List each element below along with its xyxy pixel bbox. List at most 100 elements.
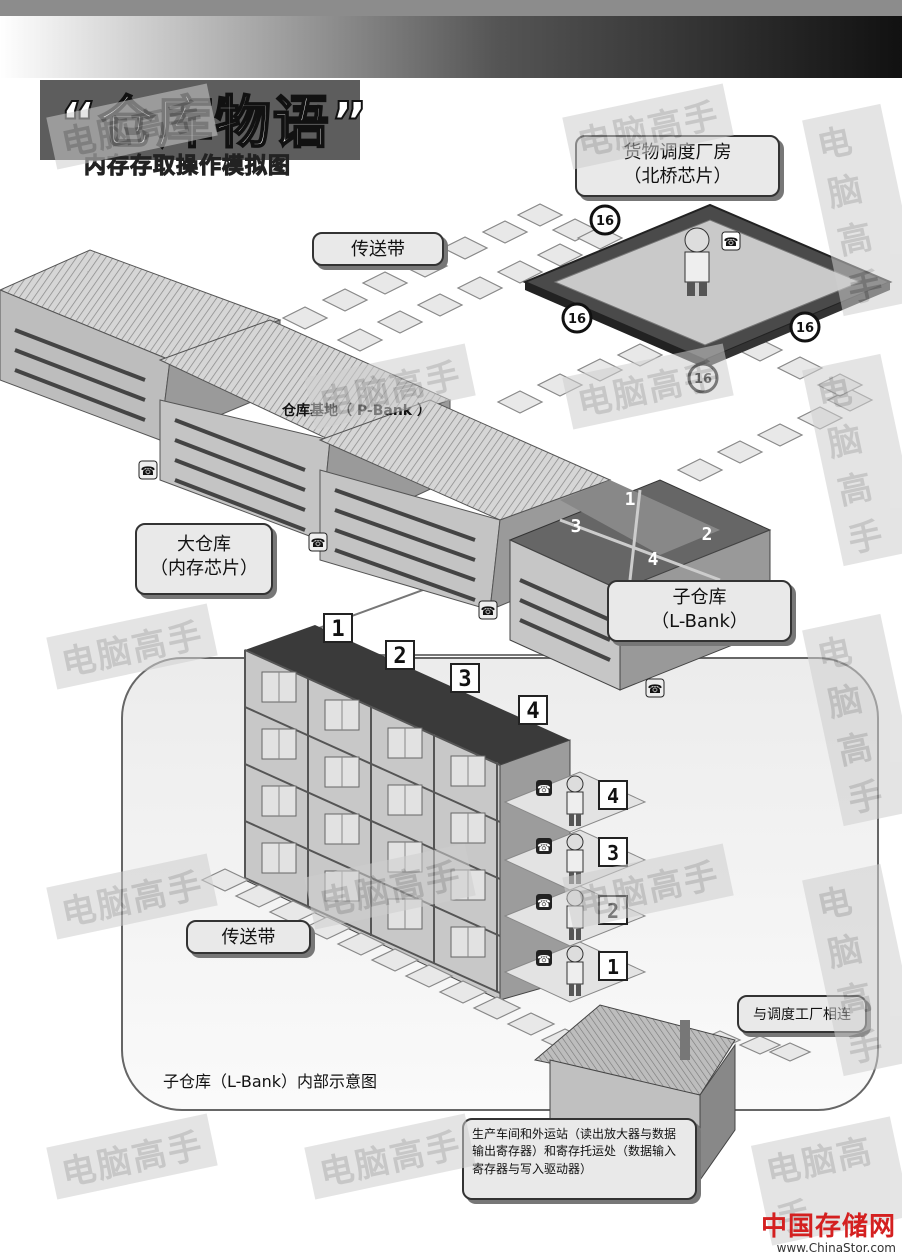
conveyor-tile bbox=[516, 203, 564, 227]
conveyor-tile bbox=[496, 260, 544, 284]
conveyor-tile bbox=[376, 310, 424, 334]
worker-body bbox=[566, 961, 584, 985]
bus-width-label: 16 bbox=[568, 312, 586, 327]
phone-icon-bg bbox=[536, 838, 552, 854]
quadrant-number: 3 bbox=[571, 516, 582, 537]
phone-icon-bg bbox=[721, 231, 741, 251]
phone-icon: ☎ bbox=[536, 838, 552, 854]
bank-number-box bbox=[323, 613, 353, 643]
worker-leg bbox=[576, 814, 581, 826]
lbank-cutaway bbox=[244, 625, 571, 1001]
quadrant-number: 1 bbox=[625, 489, 636, 510]
conveyor-tile bbox=[441, 236, 489, 260]
conveyor-tile bbox=[404, 964, 454, 988]
worker-leg bbox=[576, 928, 581, 940]
worker-leg bbox=[569, 984, 574, 996]
phone-icon-glyph: ☎ bbox=[537, 783, 551, 796]
callout-conveyor-top: 传送带 bbox=[312, 232, 444, 266]
phone-icon-glyph: ☎ bbox=[537, 953, 551, 966]
phone-icon-glyph: ☎ bbox=[481, 604, 496, 618]
phone-icon-glyph: ☎ bbox=[537, 841, 551, 854]
row-number-tile: 1 bbox=[598, 951, 628, 981]
sub-warehouse-line2: （L-Bank） bbox=[651, 611, 748, 633]
conveyor-tile bbox=[768, 1042, 812, 1062]
bank-number-tile: 4 bbox=[518, 695, 548, 725]
worker-head bbox=[566, 775, 584, 793]
conveyor-tile bbox=[676, 458, 724, 482]
worker-icon bbox=[566, 775, 584, 826]
worker-leg bbox=[687, 282, 695, 296]
phone-icon-glyph: ☎ bbox=[537, 897, 551, 910]
quadrant-number: 4 bbox=[648, 549, 659, 570]
phone-icon-bg bbox=[536, 950, 552, 966]
inner-caption: 子仓库（L-Bank）内部示意图 bbox=[163, 1072, 378, 1091]
conveyor-tile bbox=[438, 980, 488, 1004]
footer-logo: 中国存储网 bbox=[760, 1212, 896, 1242]
worker-leg bbox=[569, 928, 574, 940]
row-number-label: 4 bbox=[607, 784, 619, 808]
worker-body bbox=[566, 791, 584, 815]
worker-body bbox=[684, 251, 710, 283]
conveyor-tile bbox=[506, 1012, 556, 1036]
bus-width-badge bbox=[561, 302, 593, 334]
bank-number-box bbox=[518, 695, 548, 725]
row-number-box bbox=[598, 951, 628, 981]
bank-number-tile: 2 bbox=[385, 640, 415, 670]
footer-url: www.ChinaStor.com bbox=[776, 1241, 896, 1255]
bank-number-label: 4 bbox=[526, 699, 539, 724]
worker-leg bbox=[569, 814, 574, 826]
bus-width-label: 16 bbox=[596, 214, 614, 229]
bus-width-label: 16 bbox=[796, 321, 814, 336]
conveyor-tile bbox=[536, 243, 584, 267]
big-warehouse-line2: （内存芯片） bbox=[150, 558, 258, 580]
phone-icon-bg bbox=[645, 678, 665, 698]
sub-warehouse-line1: 子仓库 bbox=[672, 587, 727, 608]
phone-icon: ☎ bbox=[536, 780, 552, 796]
phone-icon: ☎ bbox=[308, 532, 328, 552]
conveyor-tile bbox=[738, 1035, 782, 1055]
big-warehouse-line1: 大仓库 bbox=[177, 534, 231, 555]
bank-number-tile: 1 bbox=[323, 613, 353, 643]
conveyor-tile bbox=[496, 390, 544, 414]
conveyor-tile bbox=[472, 996, 522, 1020]
conveyor-tile bbox=[336, 328, 384, 352]
worker-icon bbox=[566, 945, 584, 996]
conveyor-tile bbox=[716, 440, 764, 464]
conveyor-tile bbox=[321, 288, 369, 312]
row-number-label: 1 bbox=[607, 955, 619, 979]
phone-icon: ☎ bbox=[645, 678, 665, 698]
phone-icon-glyph: ☎ bbox=[724, 235, 739, 249]
conveyor-tile bbox=[416, 293, 464, 317]
bank-number-box bbox=[450, 663, 480, 693]
bus-width-badge bbox=[589, 204, 621, 236]
callout-conveyor-bottom: 传送带 bbox=[186, 920, 311, 954]
phone-icon-glyph: ☎ bbox=[648, 682, 663, 696]
conveyor-tile bbox=[456, 276, 504, 300]
callout-workshop: 生产车间和外运站（读出放大器与数据输出寄存器）和寄存托运处（数据输入寄存器与写入… bbox=[462, 1118, 697, 1200]
worker-leg bbox=[576, 984, 581, 996]
conveyor-tile bbox=[370, 948, 420, 972]
phone-icon-glyph: ☎ bbox=[141, 464, 156, 478]
bank-number-tile: 3 bbox=[450, 663, 480, 693]
phone-icon: ☎ bbox=[721, 231, 741, 251]
rack-shelf bbox=[244, 649, 501, 766]
row-number-label: 3 bbox=[607, 841, 619, 865]
northbridge-line2: （北桥芯片） bbox=[623, 166, 732, 188]
phone-icon-bg bbox=[536, 780, 552, 796]
worker-head bbox=[684, 227, 710, 253]
phone-icon-glyph: ☎ bbox=[311, 536, 326, 550]
phone-icon: ☎ bbox=[138, 460, 158, 480]
dispatcher-worker-icon bbox=[684, 227, 710, 296]
conveyor-tile bbox=[281, 306, 329, 330]
phone-icon: ☎ bbox=[478, 600, 498, 620]
worker-head bbox=[566, 945, 584, 963]
callout-sub-warehouse: 子仓库 （L-Bank） bbox=[607, 580, 792, 642]
conveyor-tile bbox=[234, 884, 284, 908]
phone-icon-bg bbox=[536, 894, 552, 910]
rack-shelf bbox=[244, 877, 501, 994]
phone-icon: ☎ bbox=[536, 950, 552, 966]
row-number-box bbox=[598, 780, 628, 810]
phone-icon-bg bbox=[478, 600, 498, 620]
bank-number-label: 2 bbox=[393, 644, 406, 669]
worker-body bbox=[566, 849, 584, 873]
